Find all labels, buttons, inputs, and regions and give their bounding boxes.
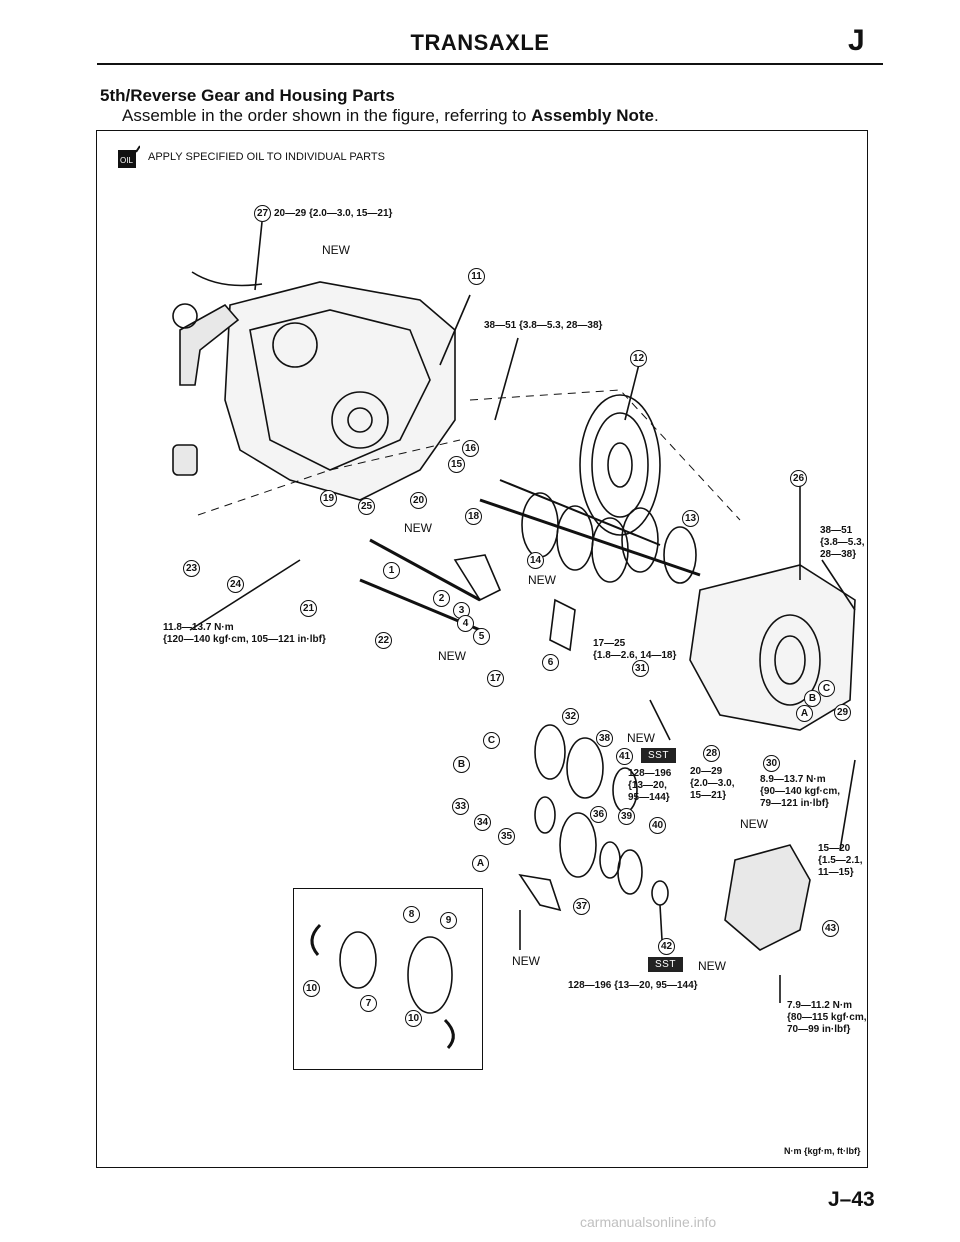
inset-callout-9: 9 <box>440 912 457 929</box>
callout-15: 15 <box>448 456 465 473</box>
callout-35: 35 <box>498 828 515 845</box>
callout-letter-b-housing: B <box>804 690 821 707</box>
new-label-42: NEW <box>698 959 726 973</box>
section-letter: J <box>848 24 865 57</box>
torque-11: 38—51 {3.8—5.3, 28—38} <box>484 320 603 331</box>
callout-32: 32 <box>562 708 579 725</box>
callout-letter-a: A <box>472 855 489 872</box>
callout-14: 14 <box>527 552 544 569</box>
callout-21: 21 <box>300 600 317 617</box>
page-header-title: TRANSAXLE <box>410 30 550 55</box>
torque-6: 17—25 {1.8—2.6, 14—18} <box>593 638 677 661</box>
callout-letter-a-housing: A <box>796 705 813 722</box>
callout-36: 36 <box>590 806 607 823</box>
callout-13: 13 <box>682 510 699 527</box>
callout-37: 37 <box>573 898 590 915</box>
callout-4: 4 <box>457 615 474 632</box>
inset-callout-10-right: 10 <box>405 1010 422 1027</box>
callout-28: 28 <box>703 745 720 762</box>
torque-26: 38—51 {3.8—5.3, 28—38} <box>820 525 865 560</box>
new-label-30: NEW <box>740 817 768 831</box>
callout-letter-c-housing: C <box>818 680 835 697</box>
synchronizer-inset <box>293 888 483 1070</box>
callout-33: 33 <box>452 798 469 815</box>
oil-legend: OIL APPLY SPECIFIED OIL TO INDIVIDUAL PA… <box>116 144 385 170</box>
torque-27: 20—29 {2.0—3.0, 15—21} <box>274 208 393 219</box>
callout-29: 29 <box>834 704 851 721</box>
callout-19: 19 <box>320 490 337 507</box>
assembly-note-ref: Assembly Note <box>531 106 654 125</box>
section-title: 5th/Reverse Gear and Housing Parts <box>100 86 395 105</box>
callout-26: 26 <box>790 470 807 487</box>
watermark: carmanualsonline.info <box>580 1214 717 1230</box>
oil-icon-text: OIL <box>120 156 133 165</box>
callout-20: 20 <box>410 492 427 509</box>
new-label-27: NEW <box>322 243 350 257</box>
callout-40: 40 <box>649 817 666 834</box>
units-note: N·m {kgf·m, ft·lbf} <box>784 1146 861 1156</box>
torque-28: 20—29 {2.0—3.0, 15—21} <box>690 766 735 801</box>
callout-23: 23 <box>183 560 200 577</box>
callout-43: 43 <box>822 920 839 937</box>
page-number: J–43 <box>828 1188 875 1211</box>
callout-42: 42 <box>658 938 675 955</box>
callout-27: 27 <box>254 205 271 222</box>
new-label-38: NEW <box>627 731 655 745</box>
inset-callout-8: 8 <box>403 906 420 923</box>
inset-callout-7: 7 <box>360 995 377 1012</box>
callout-16: 16 <box>462 440 479 457</box>
instruction-end: . <box>653 106 659 125</box>
torque-41: 128—196 {13—20, 95—144} <box>628 768 672 803</box>
callout-1: 1 <box>383 562 400 579</box>
callout-2: 2 <box>433 590 450 607</box>
oil-can-icon: OIL <box>118 145 140 168</box>
callout-11: 11 <box>468 268 485 285</box>
callout-letter-c: C <box>483 732 500 749</box>
new-label-22: NEW <box>438 649 466 663</box>
callout-41: 41 <box>616 748 633 765</box>
inset-callout-10-left: 10 <box>303 980 320 997</box>
callout-31: 31 <box>632 660 649 677</box>
callout-5: 5 <box>473 628 490 645</box>
callout-18: 18 <box>465 508 482 525</box>
oil-legend-label: APPLY SPECIFIED OIL TO INDIVIDUAL PARTS <box>148 151 385 163</box>
new-label-20: NEW <box>404 521 432 535</box>
header-rule <box>97 63 883 65</box>
new-label-37: NEW <box>512 954 540 968</box>
callout-34: 34 <box>474 814 491 831</box>
callout-25: 25 <box>358 498 375 515</box>
torque-42: 128—196 {13—20, 95—144} <box>568 980 698 991</box>
torque-43a: 15—20 {1.5—2.1, 11—15} <box>818 843 863 878</box>
callout-12: 12 <box>630 350 647 367</box>
sst-badge-41: SST <box>641 748 676 763</box>
sst-badge-42: SST <box>648 957 683 972</box>
callout-17: 17 <box>487 670 504 687</box>
diagram-frame <box>96 130 868 1168</box>
torque-21: 11.8—13.7 N·m {120—140 kgf·cm, 105—121 i… <box>163 622 326 645</box>
instruction-text: Assemble in the order shown in the figur… <box>122 106 532 125</box>
callout-38: 38 <box>596 730 613 747</box>
torque-43b: 7.9—11.2 N·m {80—115 kgf·cm, 70—99 in·lb… <box>787 1000 867 1035</box>
callout-6: 6 <box>542 654 559 671</box>
callout-24: 24 <box>227 576 244 593</box>
section-instruction: Assemble in the order shown in the figur… <box>122 106 659 126</box>
new-label-14: NEW <box>528 573 556 587</box>
callout-3: 3 <box>453 602 470 619</box>
callout-39: 39 <box>618 808 635 825</box>
callout-30: 30 <box>763 755 780 772</box>
callout-letter-b: B <box>453 756 470 773</box>
torque-30: 8.9—13.7 N·m {90—140 kgf·cm, 79—121 in·l… <box>760 774 841 809</box>
callout-22: 22 <box>375 632 392 649</box>
